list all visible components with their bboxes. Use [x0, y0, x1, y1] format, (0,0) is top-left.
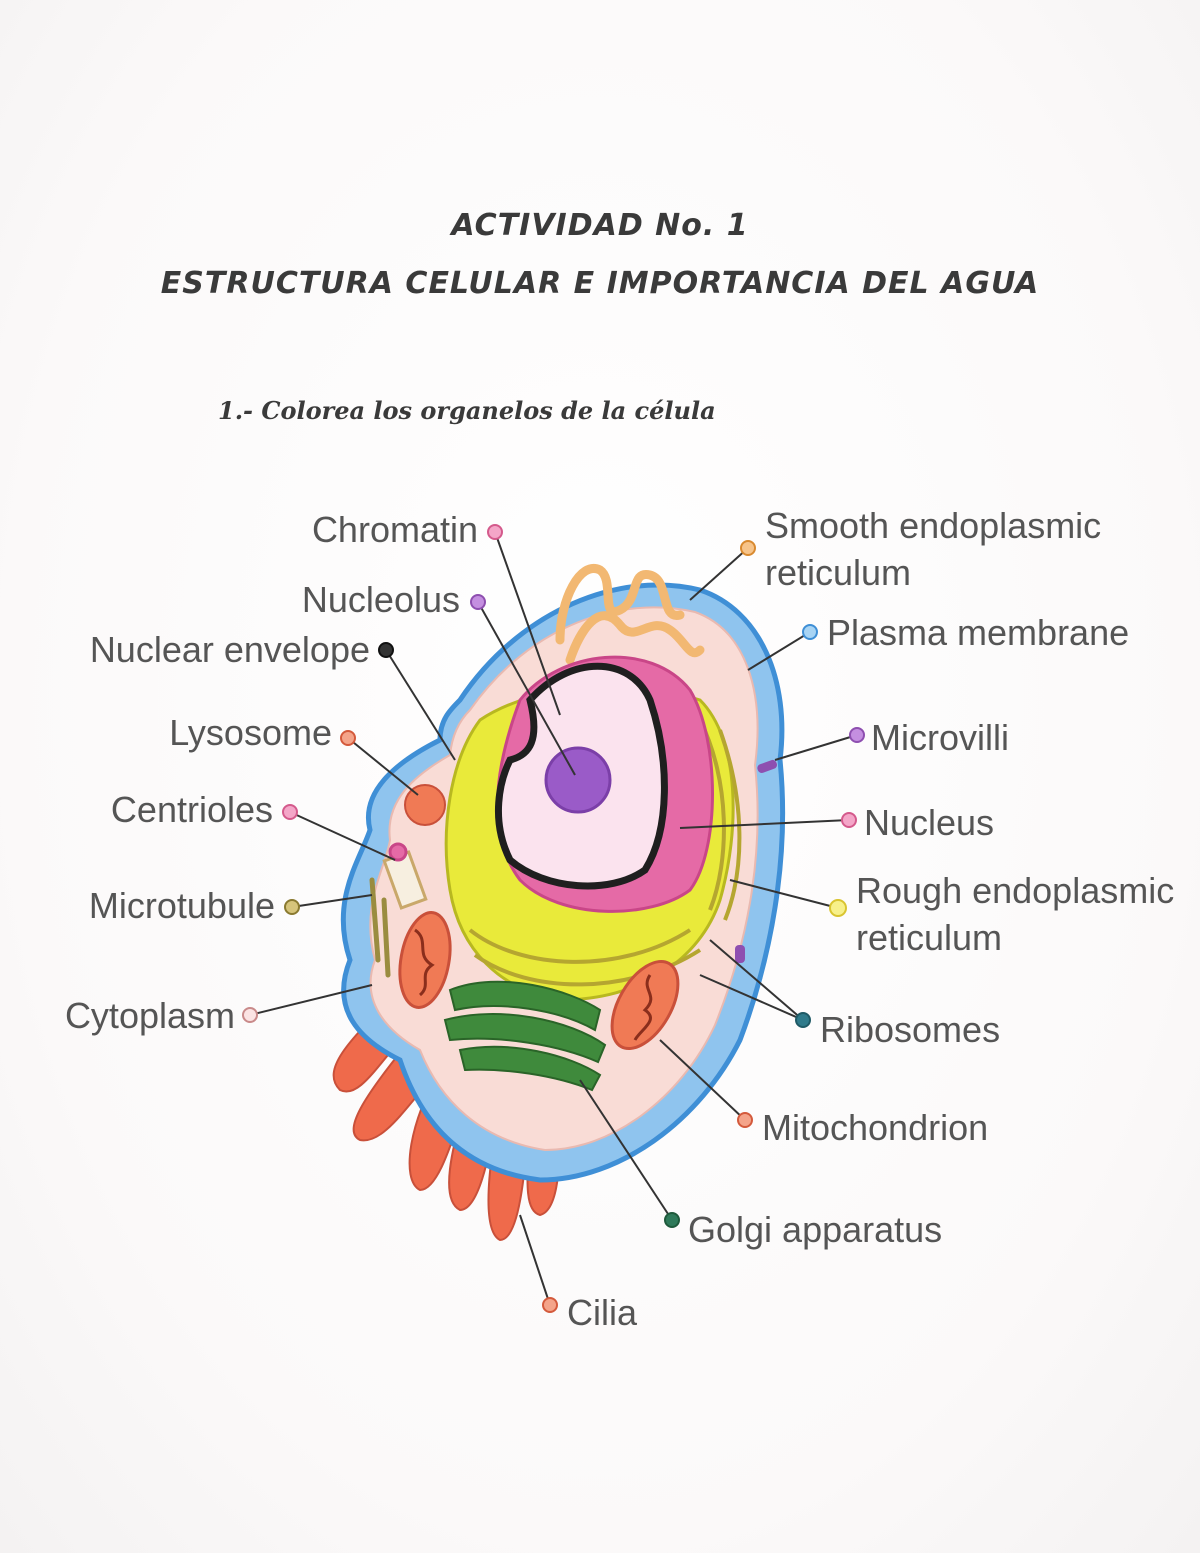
nucleolus-shape: [544, 746, 612, 814]
activity-title: ACTIVIDAD No. 1: [451, 208, 749, 243]
instruction-text: 1.- Colorea los organelos de la célula: [218, 396, 716, 425]
microtubule-shape: [369, 877, 391, 978]
label-smooth-er-line2: reticulum: [765, 552, 911, 593]
label-centrioles: Centrioles: [111, 789, 273, 830]
label-nucleus: Nucleus: [864, 802, 994, 843]
leader-lines: [249, 531, 858, 1306]
label-plasma-membrane: Plasma membrane: [827, 612, 1129, 653]
label-microvilli: Microvilli: [871, 717, 1009, 758]
label-smooth-er-line1: Smooth endoplasmic: [765, 505, 1101, 546]
label-dots: [242, 524, 865, 1313]
lysosome-shape: [404, 784, 446, 826]
label-mitochondrion: Mitochondrion: [762, 1107, 988, 1148]
label-chromatin: Chromatin: [312, 509, 478, 550]
label-rough-er-line2: reticulum: [856, 917, 1002, 958]
mitochondria-shapes: [398, 911, 680, 1051]
label-cytoplasm: Cytoplasm: [65, 995, 235, 1036]
label-lysosome: Lysosome: [169, 712, 332, 753]
label-microtubule: Microtubule: [89, 885, 275, 926]
label-golgi-apparatus: Golgi apparatus: [688, 1209, 942, 1250]
activity-subtitle: ESTRUCTURA CELULAR E IMPORTANCIA DEL AGU…: [160, 266, 1040, 301]
label-rough-er-line1: Rough endoplasmic: [856, 870, 1174, 911]
label-cilia: Cilia: [567, 1292, 638, 1333]
label-nuclear-envelope: Nuclear envelope: [90, 629, 370, 670]
centrioles-shape: [382, 842, 428, 910]
smooth-er-shape: [555, 564, 705, 665]
microvilli-shapes: [735, 759, 777, 963]
label-nucleolus: Nucleolus: [302, 579, 460, 620]
golgi-shape: [443, 980, 607, 1092]
label-ribosomes: Ribosomes: [820, 1009, 1000, 1050]
